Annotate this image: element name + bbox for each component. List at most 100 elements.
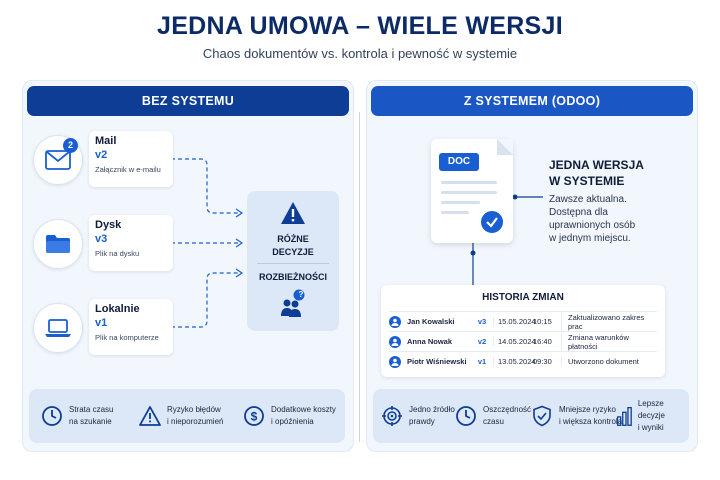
user-icon	[389, 335, 401, 348]
source-card-local: Lokalnie v1 Plik na komputerze	[89, 299, 173, 355]
panel-header-right: Z SYSTEMEM (ODOO)	[371, 86, 693, 116]
document-lines	[441, 181, 497, 221]
dollar-icon: $	[244, 406, 264, 426]
conflict-line-2: DECYZJE	[272, 247, 314, 257]
people-question-icon	[281, 289, 305, 317]
history-user: Anna Nowak	[407, 337, 453, 346]
benefit-line-2: i wyniki	[637, 423, 664, 432]
change-history-card: HISTORIA ZMIAN Jan Kowalski v3 15.05.202…	[381, 285, 665, 377]
checkmark-icon	[479, 209, 505, 235]
problems-strip: Strata czasu na szukanie Ryzyko błędów i n…	[29, 389, 345, 443]
benefit-line-1: Jedno źródło	[409, 405, 455, 414]
page-title: JEDNA UMOWA – WIELE WERSJI	[157, 12, 563, 40]
doc-tag: DOC	[439, 153, 479, 171]
history-version: v1	[477, 357, 487, 366]
history-version: v3	[477, 317, 487, 326]
source-card-mail: Mail v2 Załącznik w e-mailu	[89, 131, 173, 187]
problem-line-1: Ryzyko błędów	[167, 405, 221, 414]
source-name: Dysk	[95, 219, 122, 231]
laptop-icon	[33, 303, 83, 353]
history-title: HISTORIA ZMIAN	[482, 292, 564, 303]
center-divider	[359, 112, 360, 442]
folder-icon	[33, 219, 83, 269]
benefit-line-1: Mniejsze ryzyko	[559, 405, 616, 414]
problem-line-2: na szukanie	[69, 417, 112, 426]
problem-item: $ Dodatkowe koszty i opóźnienia	[243, 389, 336, 443]
source-version: v3	[95, 233, 108, 245]
conflict-line-3: ROZBIEŻNOŚCI	[258, 272, 327, 282]
benefit-item: Jedno źródło prawdy	[381, 389, 455, 443]
conflict-line-1: RÓŻNE	[277, 234, 309, 244]
source-name: Lokalnie	[95, 303, 140, 315]
bar-chart-icon	[617, 407, 632, 426]
svg-text:$: $	[251, 410, 258, 424]
benefit-line-2: prawdy	[409, 417, 435, 426]
history-row: Jan Kowalski v3 15.05.2024 10:15 Zaktual…	[389, 311, 657, 331]
history-time: 10:15	[533, 317, 552, 326]
benefit-line-1: Lepsze decyzje	[637, 399, 665, 420]
source-desc: Plik na dysku	[95, 249, 140, 258]
benefit-item: Mniejsze ryzyko i większa kontrola	[531, 389, 622, 443]
source-version: v2	[95, 149, 108, 161]
problem-item: Strata czasu na szukanie	[41, 389, 113, 443]
history-version: v2	[477, 337, 487, 346]
clock-icon	[456, 406, 476, 426]
desc-line: Dostępna dla	[549, 207, 608, 218]
source-card-disk: Dysk v3 Plik na dysku	[89, 215, 173, 271]
single-version-title: JEDNA WERSJA W SYSTEMIE	[549, 157, 669, 189]
warning-icon	[139, 406, 161, 426]
history-desc: Zaktualizowano zakres prac	[561, 312, 657, 331]
single-version-title-1: JEDNA WERSJA	[549, 158, 644, 172]
problem-line-2: i opóźnienia	[271, 417, 314, 426]
dashed-connectors	[171, 158, 244, 328]
user-icon	[389, 355, 401, 368]
page-subtitle: Chaos dokumentów vs. kontrola i pewność …	[202, 46, 518, 61]
problem-line-1: Dodatkowe koszty	[271, 405, 336, 414]
problem-line-2: i nieporozumień	[167, 417, 224, 426]
conflict-divider	[257, 263, 329, 264]
user-icon	[389, 315, 401, 328]
history-date: 14.05.2024	[493, 337, 536, 346]
history-date: 15.05.2024	[493, 317, 536, 326]
benefit-item: Oszczędność czasu	[455, 389, 531, 443]
benefit-line-2: czasu	[483, 417, 504, 426]
benefits-strip: Jedno źródło prawdy Oszczędność czasu Mnie…	[373, 389, 689, 443]
connector-lines	[470, 194, 543, 285]
desc-line: w jednym miejscu.	[549, 233, 631, 244]
source-version: v1	[95, 317, 108, 329]
problem-item: Ryzyko błędów i nieporozumień	[139, 389, 223, 443]
conflict-box: RÓŻNE DECYZJE ROZBIEŻNOŚCI ?	[247, 191, 339, 331]
question-badge: ?	[298, 290, 304, 299]
target-icon	[382, 406, 402, 426]
desc-line: uprawnionych osób	[549, 220, 636, 231]
history-desc: Utworzono dokument	[561, 357, 657, 366]
clock-icon	[42, 406, 62, 426]
warning-icon	[281, 202, 305, 224]
document-card: DOC	[431, 139, 513, 243]
problem-line-1: Strata czasu	[69, 405, 114, 414]
history-desc: Zmiana warunków płatności	[561, 332, 657, 351]
panel-with-system: Z SYSTEMEM (ODOO) DOC JEDNA WERSJA W SYS…	[366, 80, 698, 452]
document-fold	[497, 139, 513, 155]
history-time: 09:30	[533, 357, 552, 366]
single-version-desc: Zawsze aktualna. Dostępna dla uprawniony…	[549, 193, 659, 245]
panel-without-system: BEZ SYSTEMU 2 Mail v2 Załącznik w e-mail…	[22, 80, 354, 452]
source-desc: Załącznik w e-mailu	[95, 165, 161, 174]
mail-count-badge: 2	[63, 138, 78, 153]
single-version-title-2: W SYSTEMIE	[549, 174, 625, 188]
history-time: 16:40	[533, 337, 552, 346]
mail-icon	[33, 135, 83, 185]
history-row: Anna Nowak v2 14.05.2024 16:40 Zmiana wa…	[389, 331, 657, 351]
source-name: Mail	[95, 135, 117, 147]
history-date: 13.05.2024	[493, 357, 536, 366]
panel-header-left: BEZ SYSTEMU	[27, 86, 349, 116]
history-row: Piotr Wiśniewski v1 13.05.2024 09:30 Utw…	[389, 351, 657, 371]
benefit-line-2: i większa kontrola	[559, 417, 623, 426]
shield-check-icon	[533, 405, 551, 427]
benefit-line-1: Oszczędność	[483, 405, 532, 414]
benefit-item: Lepsze decyzje i wyniki	[617, 389, 689, 443]
desc-line: Zawsze aktualna.	[549, 194, 627, 205]
history-user: Jan Kowalski	[407, 317, 455, 326]
source-desc: Plik na komputerze	[95, 333, 159, 342]
history-user: Piotr Wiśniewski	[407, 357, 467, 366]
